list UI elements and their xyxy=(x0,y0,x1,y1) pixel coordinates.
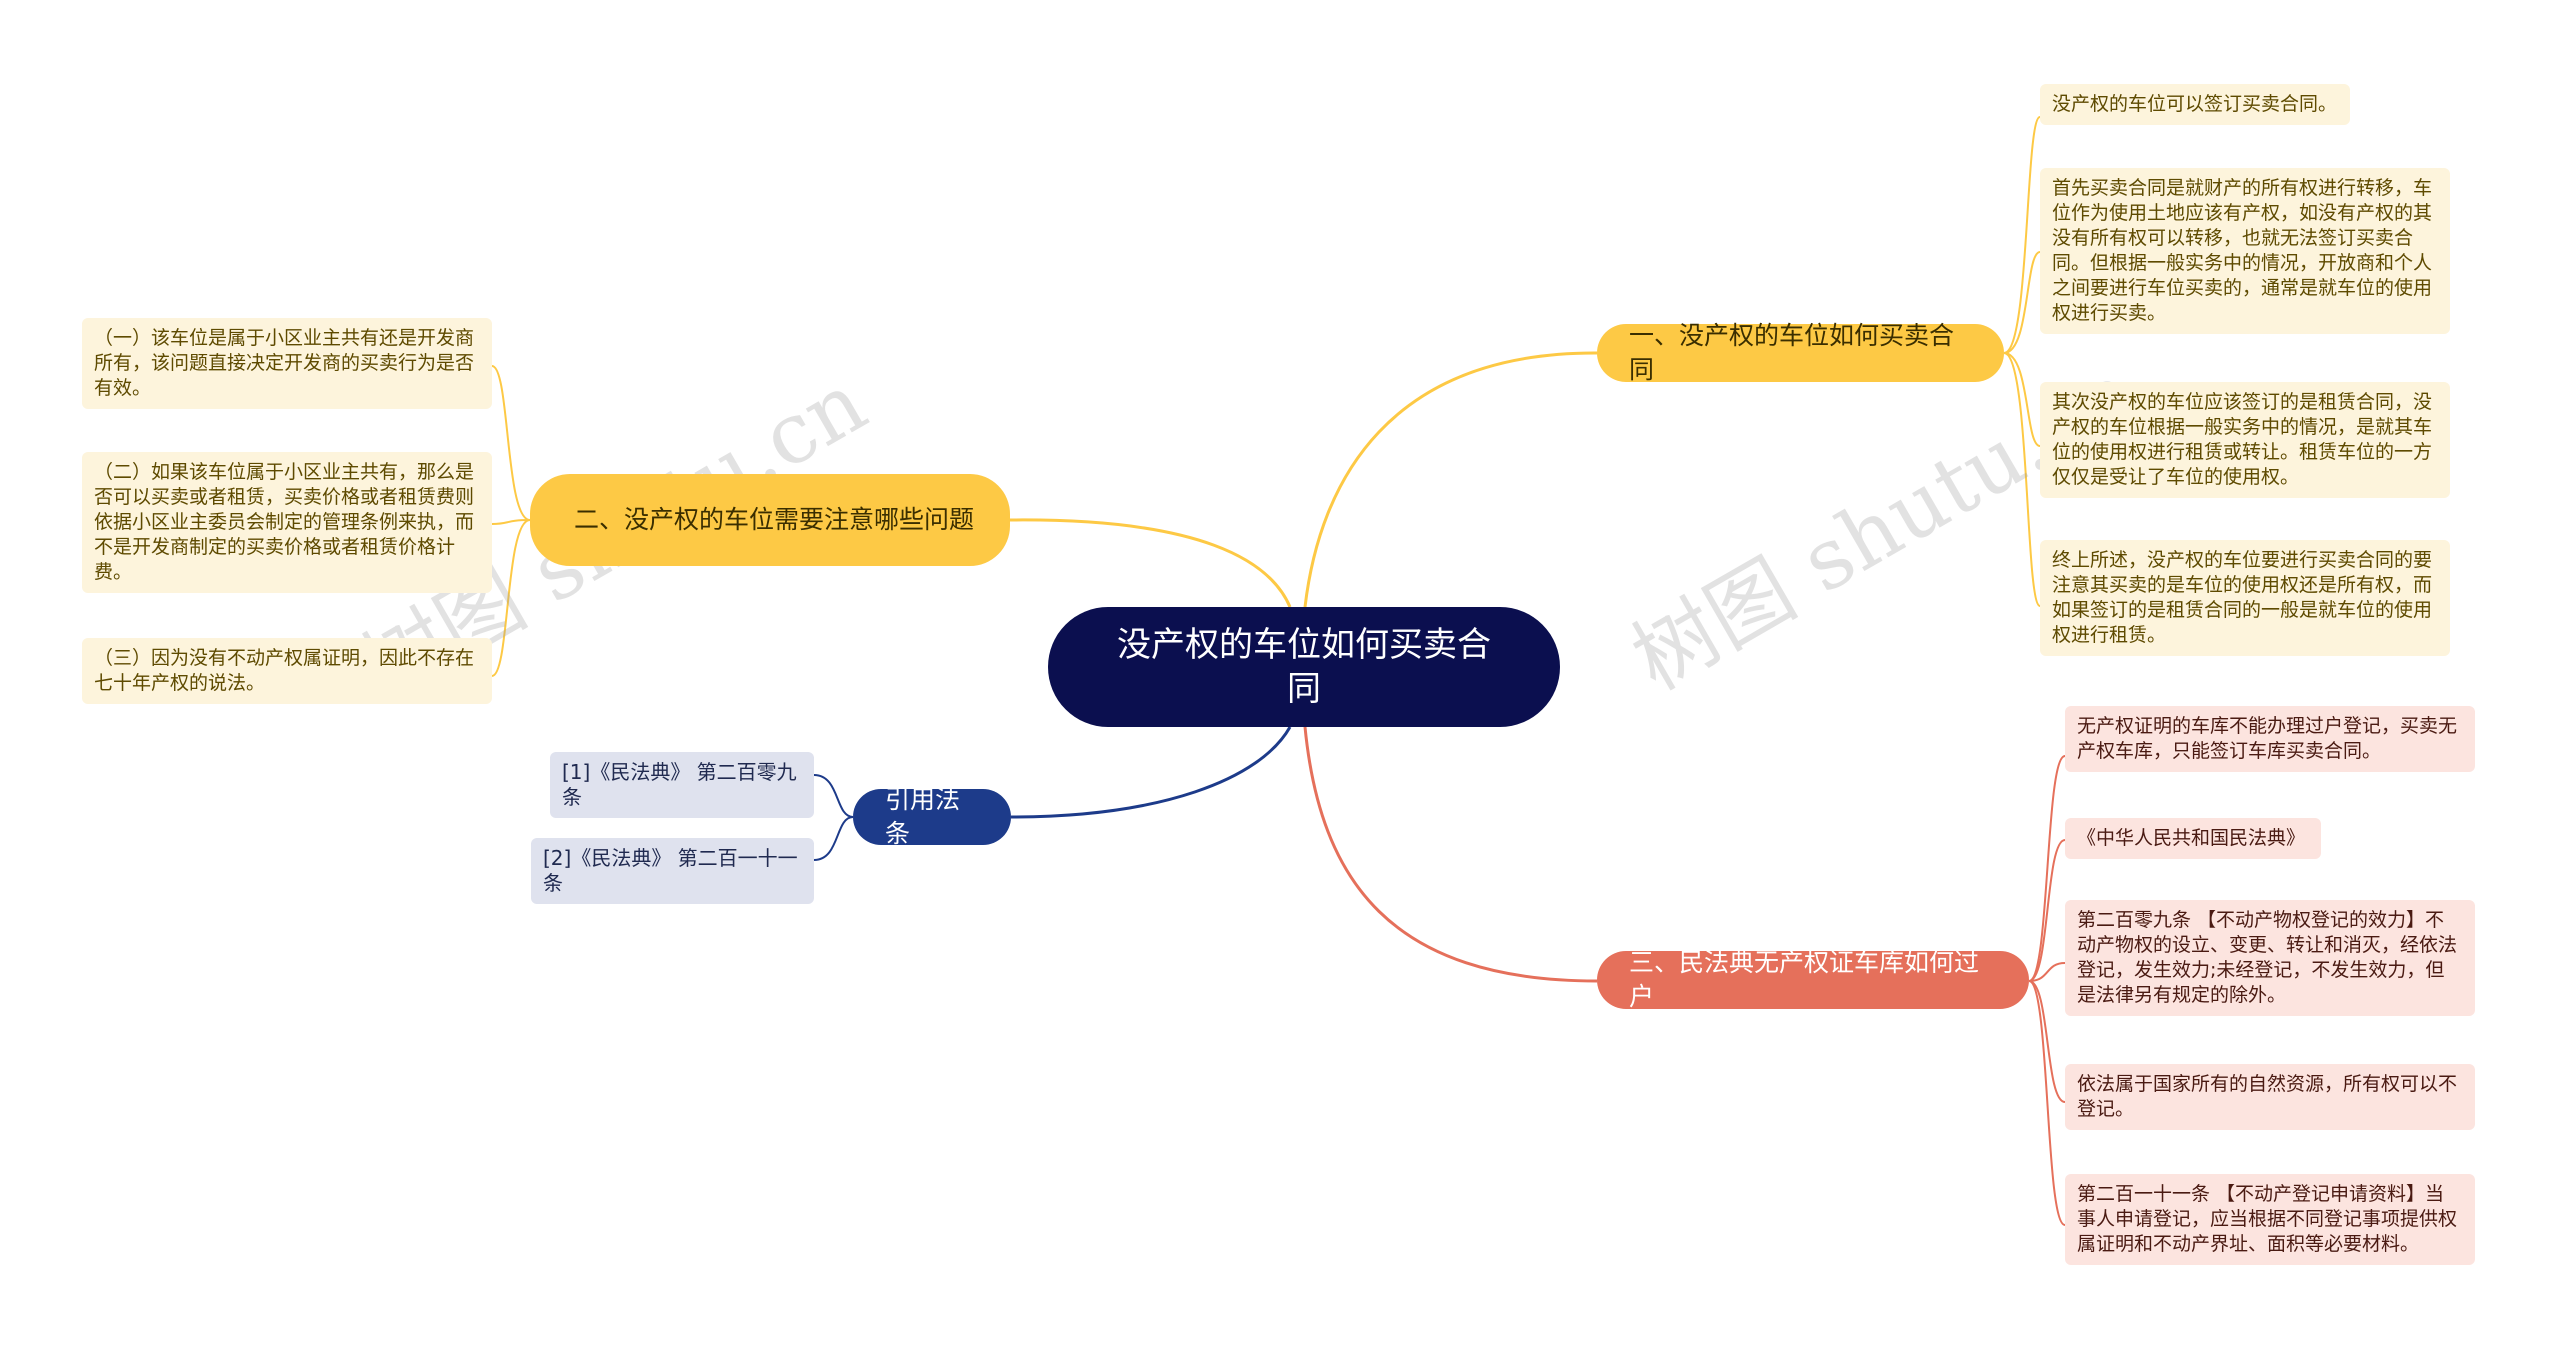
link-b2-leaf xyxy=(491,519,531,677)
link-root-b4 xyxy=(1010,726,1292,819)
branch-2-label: 二、没产权的车位需要注意哪些问题 xyxy=(574,505,975,534)
leaf-b2-2[interactable]: （二）如果该车位属于小区业主共有，那么是否可以买卖或者租赁，买卖价格或者租赁费则… xyxy=(82,452,492,593)
root-node[interactable]: 没产权的车位如何买卖合同 xyxy=(1048,607,1560,727)
link-b3-leaf xyxy=(2028,839,2066,982)
leaf-b2-3[interactable]: （三）因为没有不动产权属证明，因此不存在七十年产权的说法。 xyxy=(82,638,492,704)
link-b3-leaf xyxy=(2028,980,2066,1226)
link-b1-leaf xyxy=(2003,251,2041,354)
branch-node-4[interactable]: 引用法条 xyxy=(853,785,1011,848)
link-b1-leaf xyxy=(2003,352,2041,607)
leaf-b3-2[interactable]: 《中华人民共和国民法典》 xyxy=(2065,818,2321,859)
link-b3-leaf xyxy=(2028,962,2066,982)
leaf-b4-1[interactable]: [1]《民法典》 第二百零九条 xyxy=(550,752,814,818)
root-title: 没产权的车位如何买卖合同 xyxy=(1117,625,1491,709)
leaf-b4-2[interactable]: [2]《民法典》 第二百一十一条 xyxy=(531,838,814,904)
link-root-b3 xyxy=(1303,726,1598,983)
link-root-b1 xyxy=(1303,351,1598,608)
branch-node-2[interactable]: 二、没产权的车位需要注意哪些问题 xyxy=(530,474,1010,566)
leaf-b3-4[interactable]: 依法属于国家所有的自然资源，所有权可以不登记。 xyxy=(2065,1064,2475,1130)
leaf-b1-2[interactable]: 首先买卖合同是就财产的所有权进行转移，车位作为使用土地应该有产权，如没有产权的其… xyxy=(2040,168,2450,334)
branch-node-3[interactable]: 三、民法典无产权证车库如何过户 xyxy=(1597,948,2029,1011)
branch-4-label: 引用法条 xyxy=(885,785,961,848)
link-b3-leaf xyxy=(2028,755,2066,982)
link-b2-leaf xyxy=(491,365,531,521)
leaf-b3-3[interactable]: 第二百零九条 【不动产物权登记的效力】不动产物权的设立、变更、转让和消灭，经依法… xyxy=(2065,900,2475,1016)
branch-3-label: 三、民法典无产权证车库如何过户 xyxy=(1629,948,1980,1011)
branch-1-label: 一、没产权的车位如何买卖合同 xyxy=(1629,321,1955,384)
leaf-b2-1[interactable]: （一）该车位是属于小区业主共有还是开发商所有，该问题直接决定开发商的买卖行为是否… xyxy=(82,318,492,409)
leaf-b1-4[interactable]: 终上所述，没产权的车位要进行买卖合同的要注意其买卖的是车位的使用权还是所有权，而… xyxy=(2040,540,2450,656)
link-b3-leaf xyxy=(2028,980,2066,1103)
branch-node-1[interactable]: 一、没产权的车位如何买卖合同 xyxy=(1597,321,2004,384)
leaf-b1-1[interactable]: 没产权的车位可以签订买卖合同。 xyxy=(2040,84,2350,125)
link-root-b2 xyxy=(1009,518,1292,608)
link-b4-leaf xyxy=(813,816,854,861)
leaf-b3-5[interactable]: 第二百一十一条 【不动产登记申请资料】当事人申请登记，应当根据不同登记事项提供权… xyxy=(2065,1174,2475,1265)
leaf-b1-3[interactable]: 其次没产权的车位应该签订的是租赁合同，没产权的车位根据一般实务中的情况，是就其车… xyxy=(2040,382,2450,498)
link-b1-leaf xyxy=(2003,116,2041,354)
link-b4-leaf xyxy=(813,774,854,818)
link-b1-leaf xyxy=(2003,352,2041,447)
link-b2-leaf xyxy=(491,519,531,525)
leaf-b3-1[interactable]: 无产权证明的车库不能办理过户登记，买卖无产权车库，只能签订车库买卖合同。 xyxy=(2065,706,2475,772)
